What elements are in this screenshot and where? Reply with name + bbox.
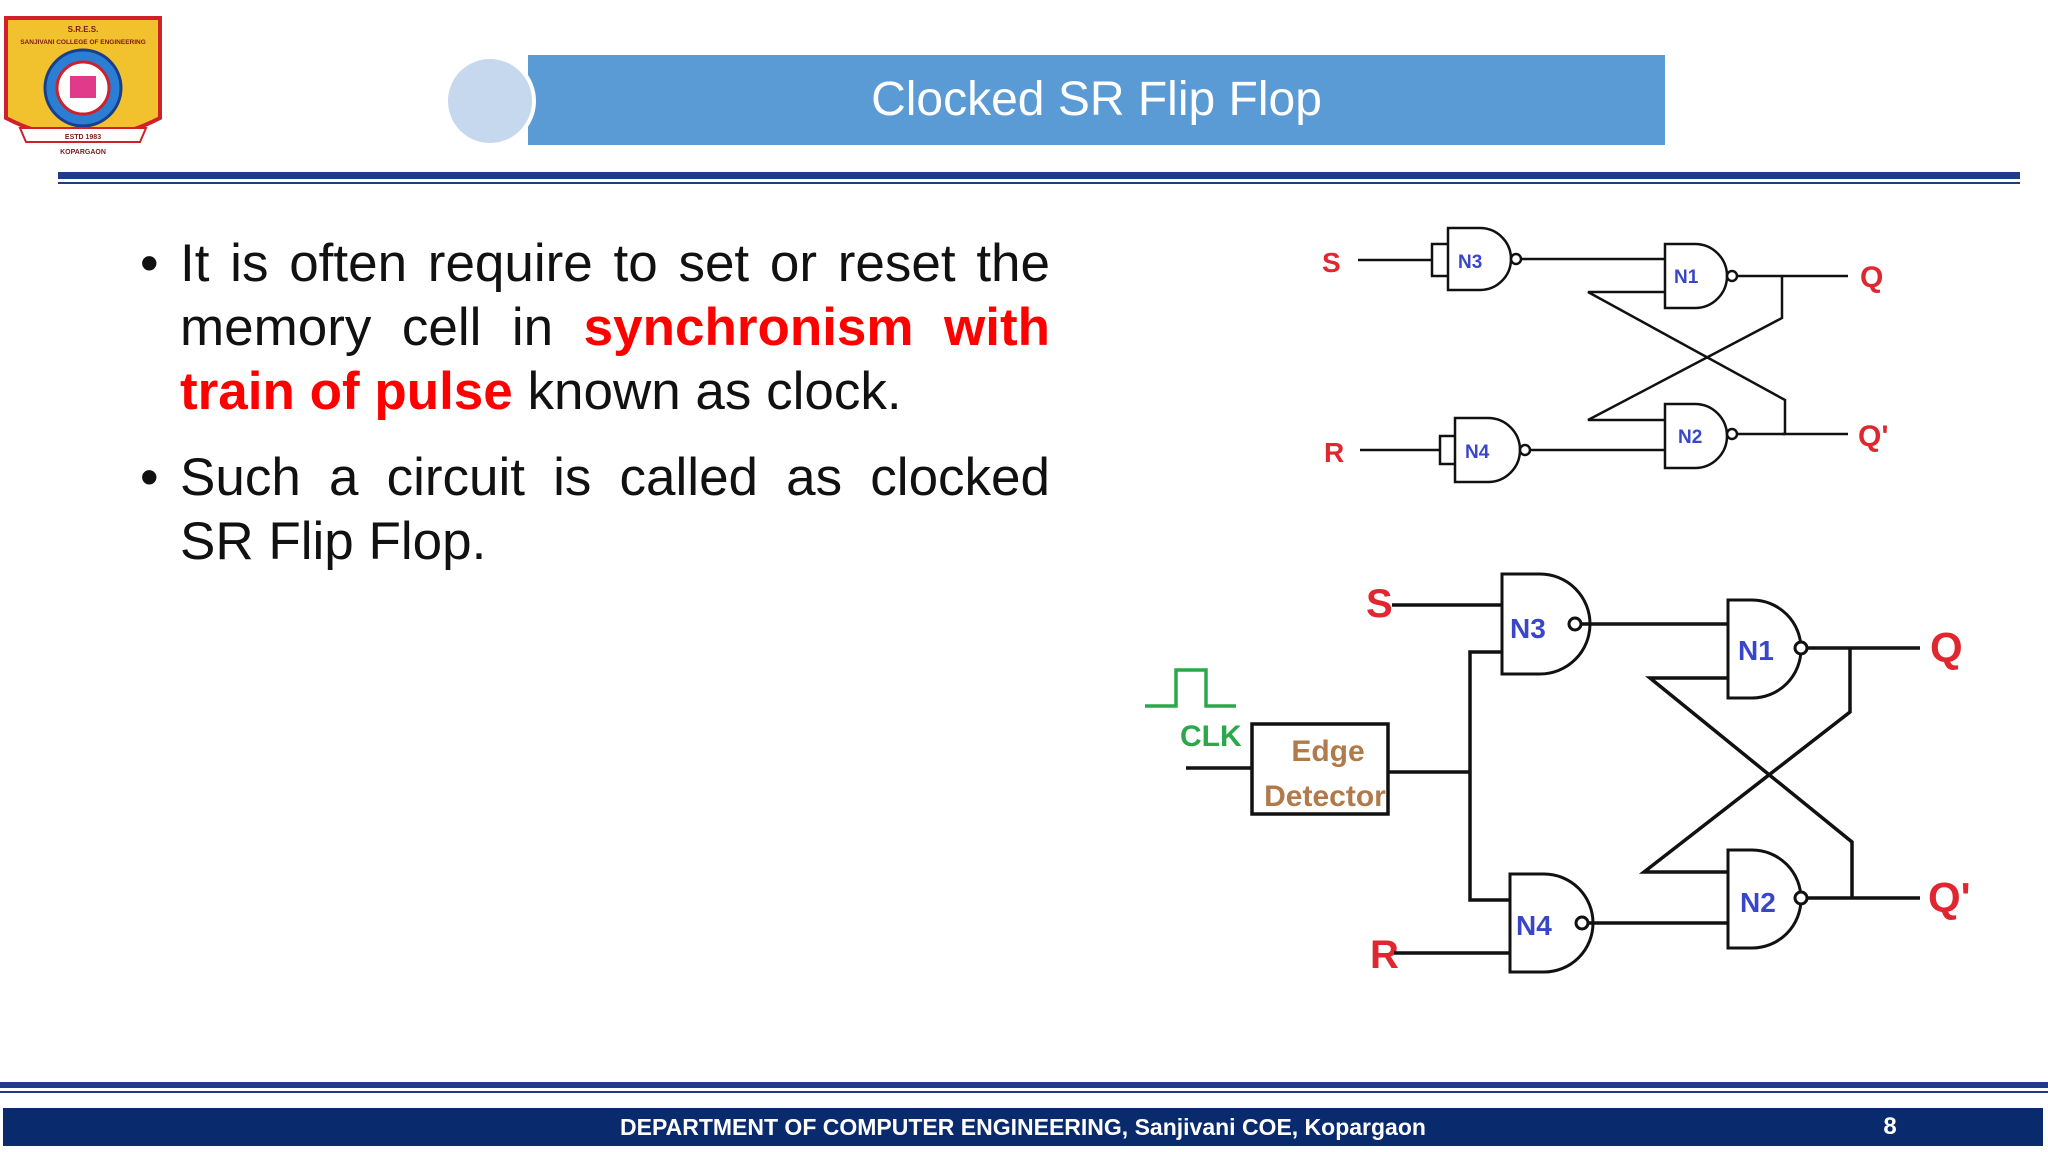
top-input-s: S [1322, 247, 1341, 278]
logo-estd-text: ESTD 1983 [65, 134, 101, 141]
bottom-gate-n3 [1500, 572, 1592, 676]
top-gate-n2-bubble [1725, 427, 1739, 441]
bottom-output-qbar: Q' [1928, 874, 1971, 921]
top-sr-latch-diagram: S N3 N1 Q R N4 N2 Q' [1322, 226, 1888, 484]
top-gate-n1-bubble [1725, 269, 1739, 283]
bottom-gate-n3-label: N3 [1510, 613, 1546, 644]
clock-pulse-icon [1145, 668, 1236, 708]
header-rule [58, 172, 2020, 179]
top-gate-n3-label: N3 [1458, 252, 1482, 273]
footer-rule-thin [0, 1091, 2048, 1093]
top-gate-n4-label: N4 [1465, 442, 1490, 463]
bottom-output-q: Q [1930, 624, 1963, 671]
top-input-r: R [1324, 437, 1344, 468]
bottom-gate-n4-bubble [1574, 915, 1590, 931]
bottom-clocked-sr-diagram: CLK Edge Detector S N3 N1 Q R N4 N [1145, 572, 1971, 977]
bullet-1-text: It is often require to set or reset the … [180, 234, 1050, 357]
bullet-item-2: Such a circuit is called as clocked SR F… [140, 446, 1050, 574]
bottom-gate-n4 [1508, 872, 1595, 974]
title-circle-decoration [444, 55, 536, 147]
college-logo: S.R.E.S. SANJIVANI COLLEGE OF ENGINEERIN… [4, 16, 162, 156]
bottom-gate-n1-bubble [1793, 640, 1809, 656]
top-gate-n3-bubble [1509, 252, 1523, 266]
bottom-gate-n2-label: N2 [1740, 887, 1776, 918]
bullet-list: It is often require to set or reset the … [140, 232, 1050, 596]
bottom-input-s: S [1366, 582, 1393, 626]
bottom-gate-n1-label: N1 [1738, 635, 1774, 666]
top-gate-n4-bubble [1518, 443, 1532, 457]
footer-bar [3, 1108, 2043, 1146]
footer-text: DEPARTMENT OF COMPUTER ENGINEERING, Sanj… [620, 1114, 1426, 1140]
edge-detector-box [1250, 722, 1390, 816]
title-bar [528, 55, 1665, 145]
top-output-qbar: Q' [1858, 420, 1888, 453]
bottom-gate-n3-bubble [1567, 616, 1583, 632]
top-gate-n2 [1663, 402, 1729, 470]
bullet-2-text: Such a circuit is called as clocked SR F… [180, 448, 1050, 571]
bottom-gate-n4-label: N4 [1516, 910, 1552, 941]
bottom-input-r: R [1370, 933, 1399, 977]
slide-title: Clocked SR Flip Flop [871, 73, 1322, 126]
header-rule-thin [58, 182, 2020, 184]
footer-rule [0, 1082, 2048, 1088]
bullet-item-1: It is often require to set or reset the … [140, 232, 1050, 424]
clk-label: CLK [1180, 720, 1242, 753]
top-gate-n1-label: N1 [1674, 267, 1699, 288]
logo-place-text: KOPARGAON [60, 149, 106, 156]
page-number: 8 [1883, 1113, 1897, 1140]
logo-top-text: S.R.E.S. [68, 25, 99, 34]
top-output-q: Q [1860, 261, 1883, 294]
bullet-1-highlight: synchronism with train of pulse [180, 298, 1050, 421]
edge-detector-line2: Detector [1264, 780, 1386, 813]
top-gate-n2-label: N2 [1678, 427, 1702, 448]
bottom-gate-n2-bubble [1793, 890, 1809, 906]
building-icon [70, 76, 96, 98]
logo-college-text: SANJIVANI COLLEGE OF ENGINEERING [20, 39, 146, 46]
bullet-1-text-end: known as clock. [512, 362, 902, 421]
edge-detector-line1: Edge [1291, 735, 1364, 768]
